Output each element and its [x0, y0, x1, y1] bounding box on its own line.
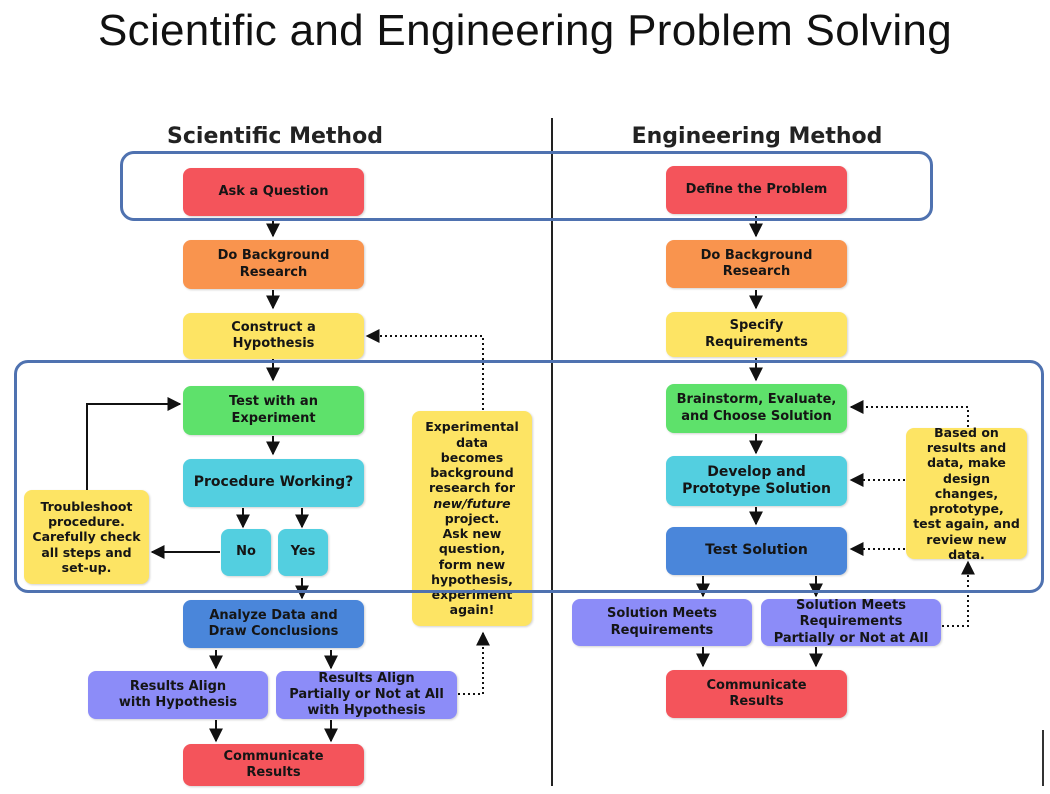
- column-divider: [551, 118, 553, 786]
- arrow-troubleshoot-to-test: [86, 397, 182, 490]
- specify-requirements-box: Specify Requirements: [666, 312, 847, 357]
- solution-meets-partial-box: Solution Meets Requirements Partially or…: [761, 598, 941, 646]
- sci-communicate-results-box: Communicate Results: [183, 744, 364, 786]
- ask-question-box: Ask a Question: [183, 168, 364, 216]
- results-align-box: Results Align with Hypothesis: [88, 671, 268, 719]
- no-box: No: [221, 529, 271, 576]
- dotted-note-to-hypothesis: [365, 329, 484, 410]
- dotted-partial-to-eng-note: [942, 560, 975, 627]
- test-solution-box: Test Solution: [666, 527, 847, 575]
- page-title: Scientific and Engineering Problem Solvi…: [98, 6, 952, 55]
- results-partial-box: Results Align Partially or Not at All wi…: [276, 671, 457, 719]
- scientific-method-heading: Scientific Method: [167, 124, 383, 149]
- procedure-working-box: Procedure Working?: [183, 459, 364, 507]
- troubleshoot-note: Troubleshoot procedure. Carefully check …: [24, 490, 149, 584]
- sci-background-research-box: Do Background Research: [183, 240, 364, 289]
- note-text-1: Experimental data becomes background res…: [425, 419, 519, 496]
- define-problem-box: Define the Problem: [666, 166, 847, 214]
- develop-prototype-box: Develop and Prototype Solution: [666, 456, 847, 506]
- design-changes-note: Based on results and data, make design c…: [906, 425, 1027, 562]
- eng-communicate-results-box: Communicate Results: [666, 670, 847, 718]
- yes-box: Yes: [278, 529, 328, 576]
- test-experiment-box: Test with an Experiment: [183, 386, 364, 435]
- edge-line: [1042, 730, 1044, 786]
- eng-background-research-box: Do Background Research: [666, 240, 847, 288]
- solution-meets-box: Solution Meets Requirements: [572, 599, 752, 646]
- dotted-partial-to-note: [458, 631, 490, 695]
- note-text-2: project. Ask new question, form new hypo…: [431, 510, 513, 618]
- engineering-method-heading: Engineering Method: [631, 124, 883, 149]
- dotted-eng-note-to-brainstorm: [849, 400, 969, 427]
- experimental-data-note: Experimental data becomes background res…: [412, 411, 532, 626]
- note-text-italic: new/future: [433, 495, 511, 511]
- construct-hypothesis-box: Construct a Hypothesis: [183, 313, 364, 359]
- brainstorm-box: Brainstorm, Evaluate, and Choose Solutio…: [666, 384, 847, 433]
- analyze-data-box: Analyze Data and Draw Conclusions: [183, 600, 364, 648]
